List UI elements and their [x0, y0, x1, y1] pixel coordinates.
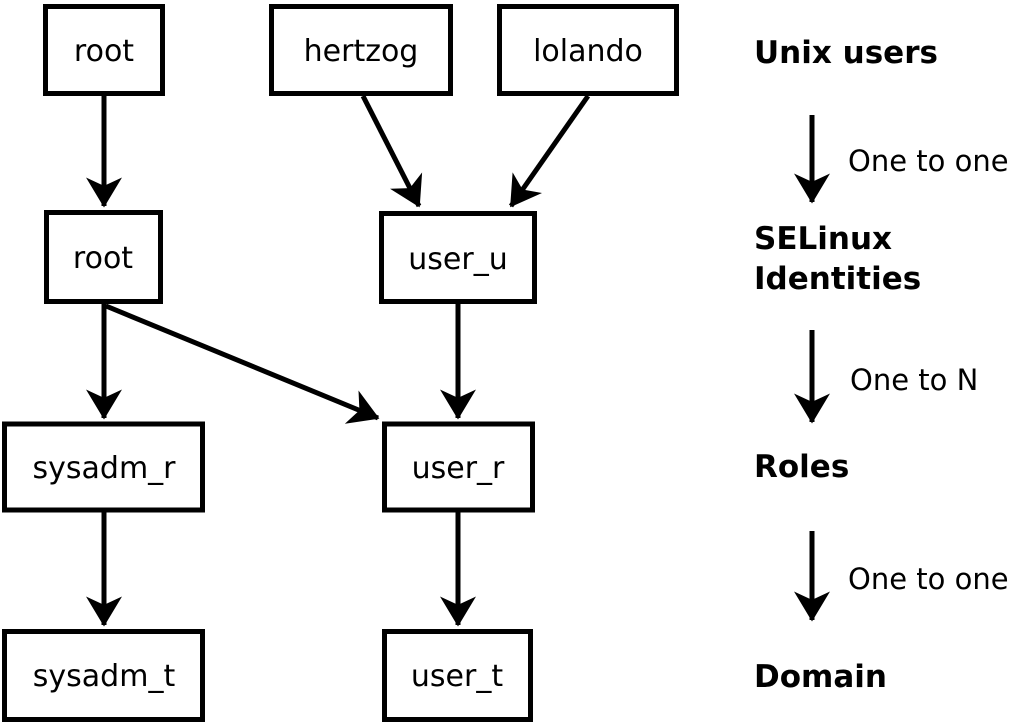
node-root-selinux-box	[44, 210, 163, 304]
legend-mapping2-label: One to N	[850, 363, 978, 397]
node-sysadm-r-label: sysadm_r	[33, 451, 177, 486]
legend-selinux-line1-label: SELinux	[754, 221, 892, 257]
node-sysadm-t-box	[2, 629, 205, 722]
node-sysadm-t-label: sysadm_t	[33, 659, 176, 694]
node-user-r-box	[382, 421, 535, 513]
edge-rootselinux-to-userr	[105, 303, 380, 424]
legend-selinux-line2-label: Identities	[754, 261, 921, 297]
legend-unix-users-label: Unix users	[754, 35, 938, 71]
node-lolando-box	[497, 4, 679, 96]
node-hertzog-label: hertzog	[304, 34, 419, 69]
legend-domain-label: Domain	[754, 659, 887, 695]
legend-mapping3-label: One to one	[848, 562, 1009, 596]
node-root-unix-box	[43, 4, 165, 96]
legend-roles-label: Roles	[754, 449, 849, 485]
node-root-unix-label: root	[74, 34, 134, 69]
node-user-r-label: user_r	[412, 451, 505, 486]
node-user-t-box	[382, 629, 533, 722]
node-user-t-label: user_t	[411, 659, 503, 694]
legend-mapping1-label: One to one	[848, 144, 1009, 178]
edge-lolando-to-useru	[508, 94, 591, 208]
node-user-u-label: user_u	[408, 242, 507, 277]
node-sysadm-r-box	[2, 421, 205, 513]
node-root-selinux-label: root	[73, 241, 133, 276]
node-user-u-box	[379, 211, 537, 304]
node-hertzog-box	[269, 4, 453, 96]
node-lolando-label: lolando	[533, 34, 643, 69]
edge-hertzog-to-useru	[360, 94, 423, 208]
